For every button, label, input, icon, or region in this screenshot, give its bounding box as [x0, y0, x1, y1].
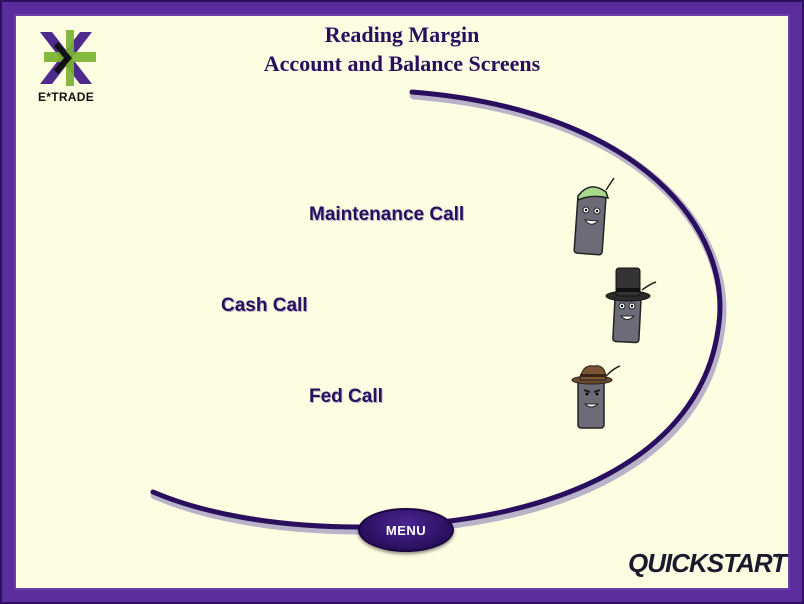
title-line-1: Reading Margin — [324, 22, 480, 47]
menu-button[interactable]: MENU — [358, 508, 454, 552]
page-title: Reading Margin Account and Balance Scree… — [0, 20, 804, 78]
content-panel — [14, 14, 790, 590]
cash-call-character[interactable] — [602, 264, 662, 346]
title-line-2: Account and Balance Screens — [263, 51, 541, 76]
fed-call-link[interactable]: Fed Call — [309, 386, 383, 407]
registered-mark: ® — [776, 554, 782, 561]
maintenance-call-character[interactable] — [570, 176, 622, 258]
etrade-star-icon — [40, 30, 96, 86]
cash-call-link[interactable]: Cash Call — [221, 295, 308, 316]
quickstart-logo: QUICKSTART — [628, 548, 787, 578]
etrade-logo-text: E*TRADE — [37, 90, 95, 104]
etrade-logo: E*TRADE — [32, 28, 100, 108]
maintenance-call-link[interactable]: Maintenance Call — [309, 204, 465, 225]
fed-call-character[interactable] — [570, 360, 626, 432]
